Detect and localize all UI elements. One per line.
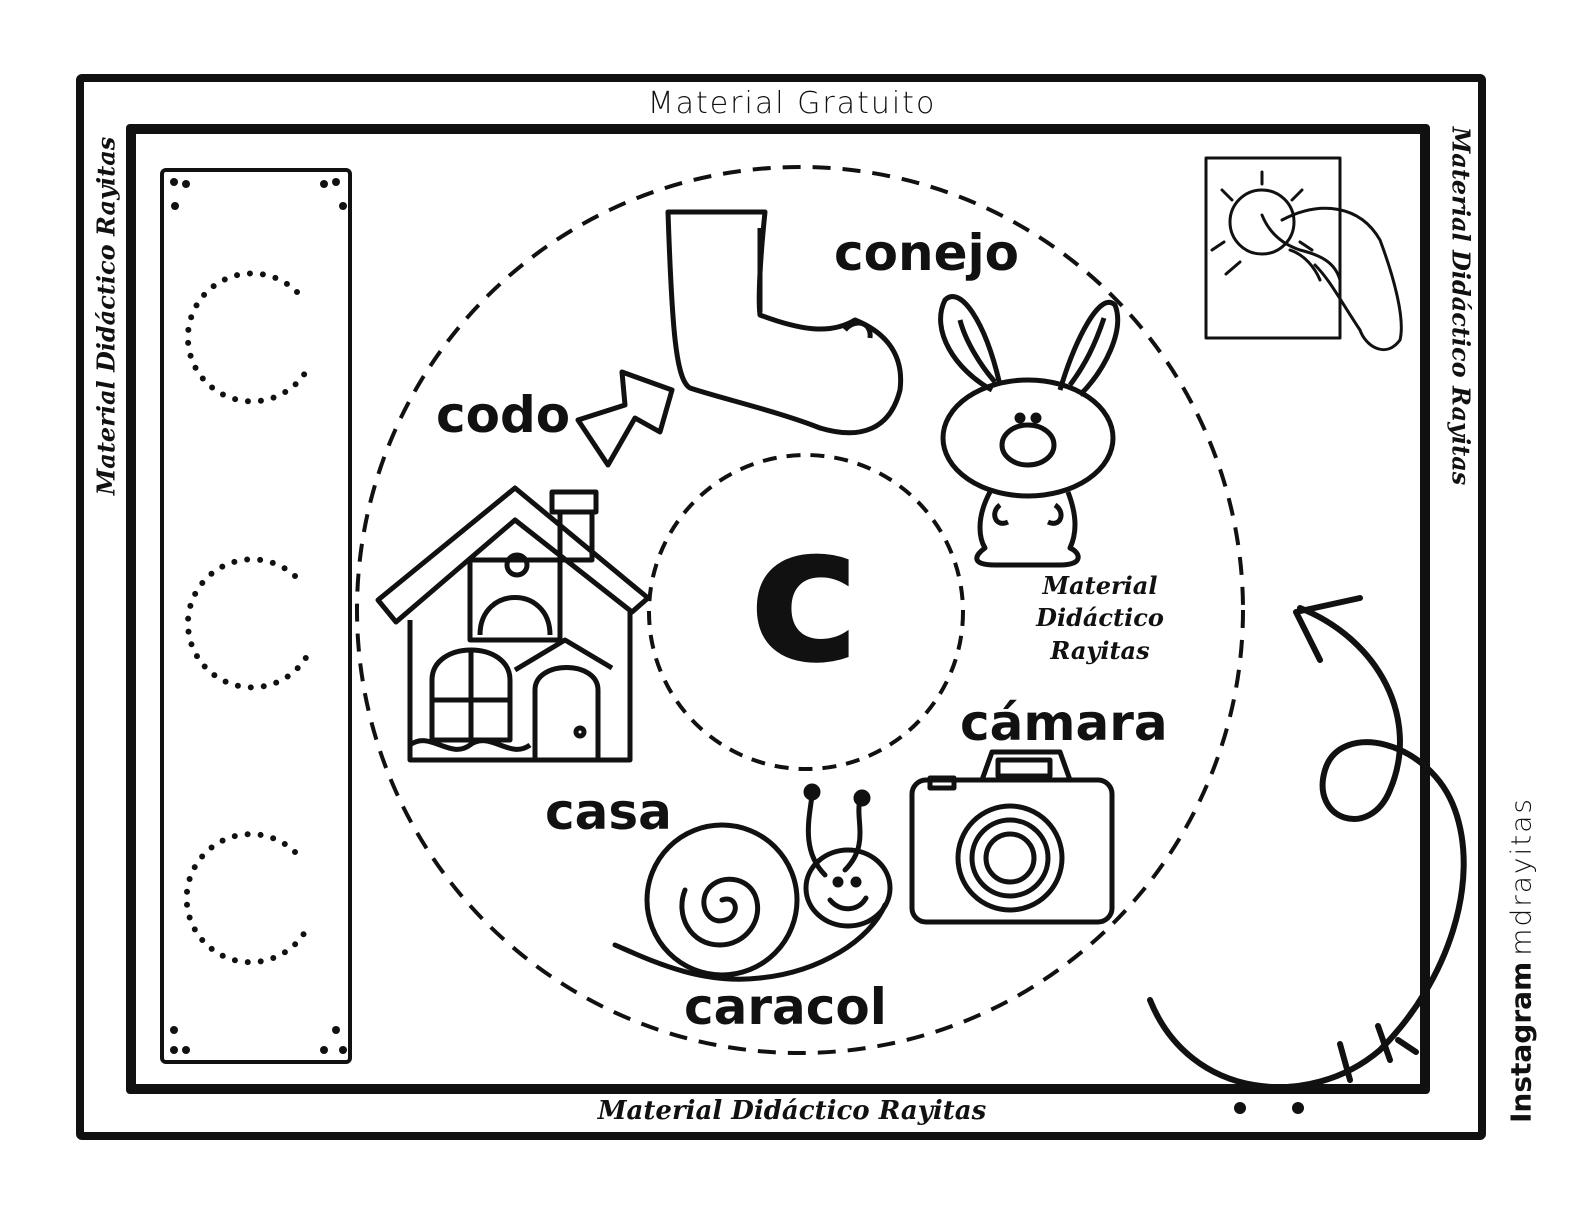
center-watermark: Material Didáctico Rayitas [1030,570,1170,667]
rabbit-icon [938,294,1121,568]
word-conejo: conejo [834,224,1019,282]
trace-letter-2 [185,556,310,691]
word-codo: codo [436,386,571,444]
outer-dashed-circle [355,165,1245,1055]
camera-icon [909,749,1115,925]
panel-corner-dots [170,178,347,1054]
watermark-line-1: Material [1042,571,1158,600]
bottom-credit: Material Didáctico Rayitas [597,1096,987,1126]
tracing-panel [160,168,352,1064]
watermark-line-2: Didáctico [1036,603,1164,633]
trace-letter-1 [184,270,310,405]
word-camara: cámara [960,694,1168,752]
inner-dashed-circle [647,453,965,771]
center-letter: c [748,484,862,705]
arrow-icon [575,369,675,468]
elbow-icon [665,209,904,436]
word-caracol: caracol [684,978,887,1036]
snail-icon [612,783,893,982]
tracing-letters [183,270,310,966]
page-title: Material Gratuito [647,86,937,121]
word-casa: casa [545,783,672,841]
trace-letter-3 [183,831,308,966]
inner-frame [126,124,1430,1094]
house-icon [375,485,651,763]
watermark-line-3: Rayitas [1050,635,1150,665]
tracing-arrow-icon [1147,595,1467,1114]
outer-frame [76,74,1486,1140]
touch-instruction-icon [1204,156,1403,352]
